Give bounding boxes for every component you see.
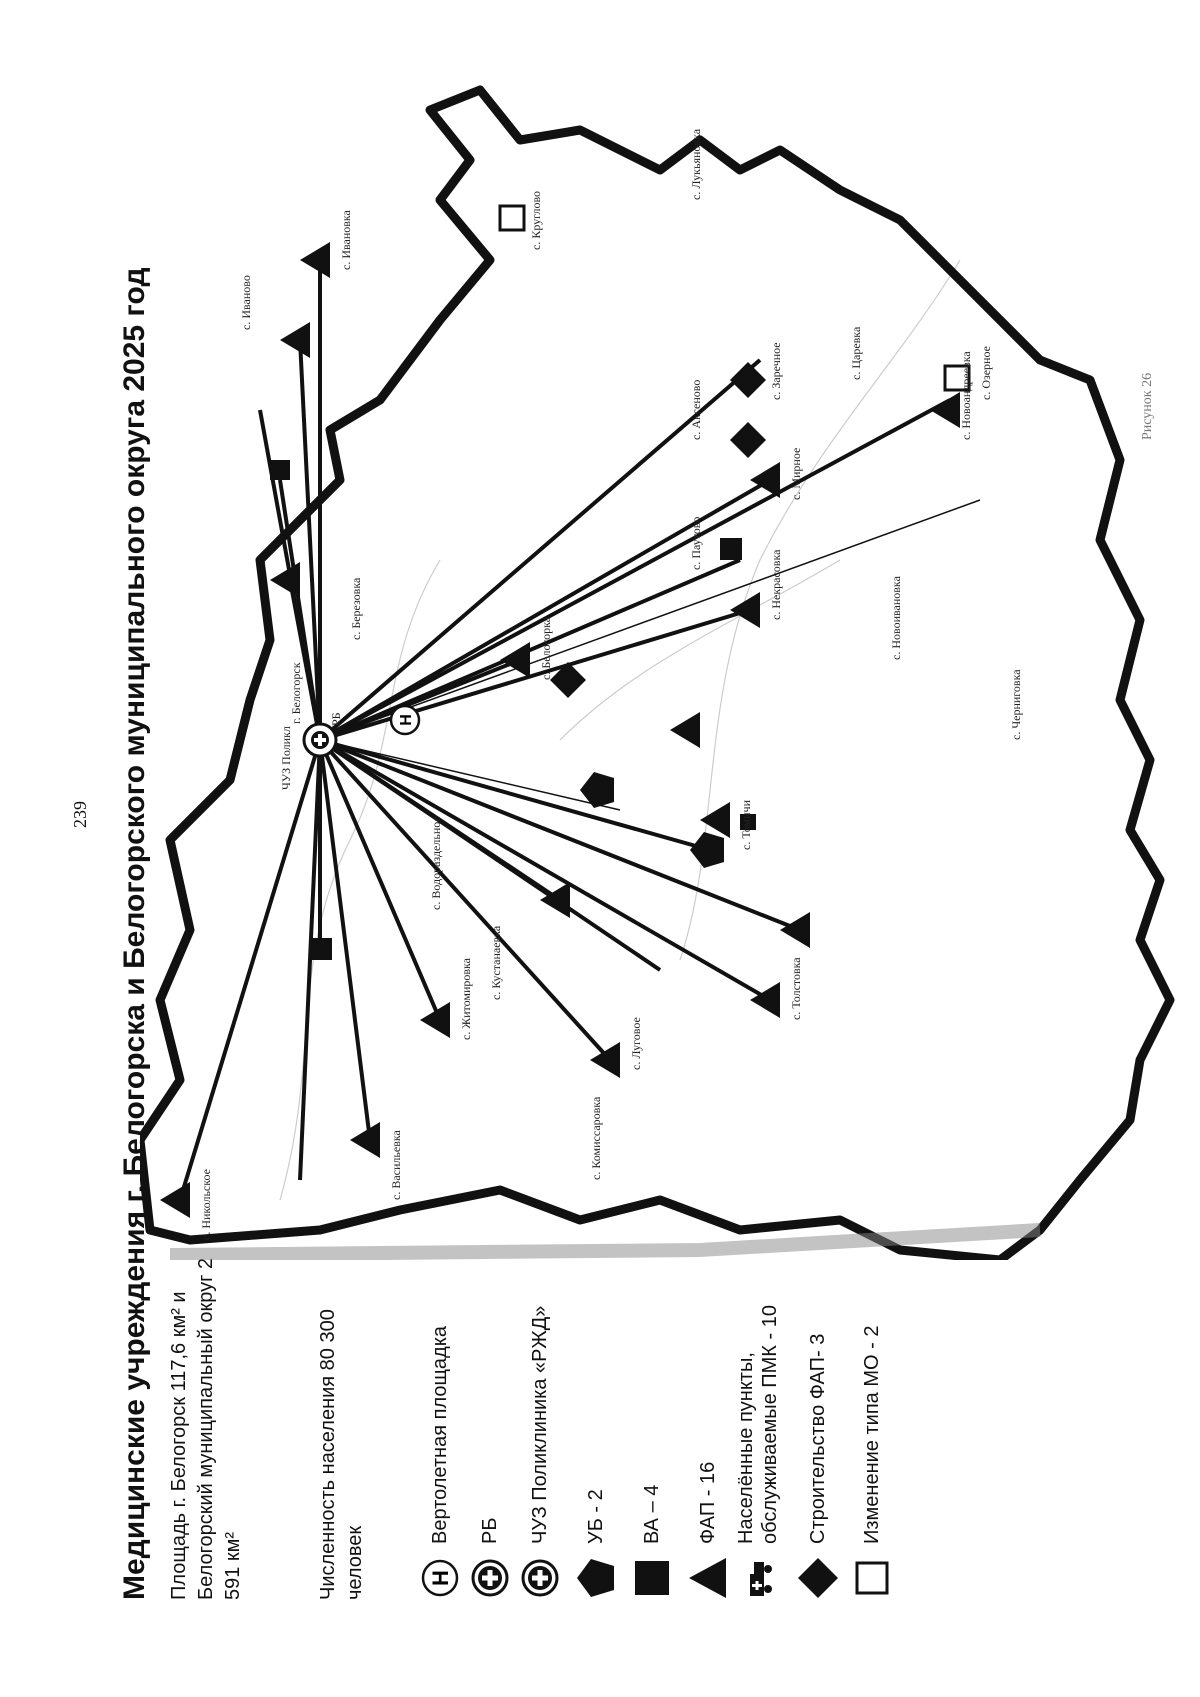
empty-square-icon — [850, 1556, 894, 1600]
fap-marker — [420, 1002, 450, 1038]
fap-marker — [700, 802, 730, 838]
va-marker — [740, 814, 756, 830]
label-s-komissarovka: с. Комиссаровка — [589, 1096, 603, 1180]
pmk-icon — [736, 1556, 780, 1600]
label-s-aksenovo: с. Аксеново — [689, 380, 703, 440]
label-s-tomichi: с. Томичи — [739, 799, 753, 850]
fap-marker — [270, 562, 300, 598]
label-s-novoivanovka: с. Новоивановка — [889, 575, 903, 660]
square-icon — [630, 1556, 674, 1600]
fap-marker — [350, 1122, 380, 1158]
label-s-tolstovka: с. Толстовка — [789, 957, 803, 1020]
label-s-pautovo: с. Паутово — [689, 517, 703, 570]
legend-label: ФАП - 16 — [697, 1461, 719, 1544]
fap-marker — [160, 1182, 190, 1218]
legend-label: РБ — [479, 1517, 501, 1544]
label-s-zhitomirovka: с. Житомировка — [459, 957, 473, 1040]
area-text: Площадь г. Белогорск 117,6 км² и Белогор… — [168, 1257, 244, 1600]
connection-lines — [178, 260, 951, 1201]
pentagon-icon — [574, 1556, 618, 1600]
fap-marker — [500, 642, 530, 678]
label-s-zarechnoe: с. Заречное — [769, 342, 783, 400]
fap-marker — [730, 592, 760, 628]
label-s-ivanovka: с. Ивановка — [339, 209, 353, 270]
label-center: г. Белогорск — [289, 662, 303, 724]
center-belogorsk — [302, 722, 338, 758]
legend-item-polyclinic: ЧУЗ Поликлиника «РЖД» — [518, 1306, 562, 1600]
va-marker — [310, 938, 332, 960]
district-boundary — [140, 85, 1175, 1260]
diamond-marker — [550, 662, 586, 698]
fap-marker — [750, 982, 780, 1018]
label-s-belogorka: с. Белогорка — [539, 616, 553, 680]
triangle-icon — [686, 1556, 730, 1600]
legend-item-helipad: H Вертолетная площадка — [418, 1326, 462, 1600]
legend-item-construction: Строительство ФАП- 3 — [796, 1334, 840, 1600]
fap-marker — [930, 392, 960, 428]
label-s-lukyanovka: с. Лукьяновка — [689, 128, 703, 200]
label-s-nikolskoe: с. Никольское — [199, 1169, 213, 1240]
district-map: H — [140, 85, 1175, 1260]
label-s-chernigovka: с. Черниговка — [1009, 669, 1023, 740]
label-chuz: ЧУЗ Поликл — [279, 726, 293, 790]
label-s-nekrasovka: с. Некрасовка — [769, 549, 783, 620]
va-marker — [270, 460, 290, 480]
legend-item-rb: РБ — [468, 1518, 512, 1600]
legend-item-fap: ФАП - 16 — [686, 1462, 730, 1600]
fap-marker — [590, 1042, 620, 1078]
legend-label: Вертолетная площадка — [429, 1325, 451, 1544]
page-number: 239 — [70, 801, 90, 828]
label-s-mirnoe: с. Мирное — [789, 448, 803, 500]
diamond-icon — [796, 1556, 840, 1600]
label-rb: РБ — [329, 712, 343, 726]
helipad-icon: H — [418, 1556, 462, 1600]
label-s-ivanovo: с. Иваново — [239, 275, 253, 330]
polyclinic-cross-icon — [518, 1556, 562, 1600]
legend-label: УБ - 2 — [585, 1489, 607, 1544]
svg-text:H: H — [428, 1570, 453, 1586]
label-s-kruglovo: с. Круглово — [529, 191, 543, 250]
rb-cross-icon — [468, 1556, 512, 1600]
legend-item-type-change: Изменение типа МО - 2 — [850, 1326, 894, 1600]
label-s-vasilyevka: с. Васильевка — [389, 1129, 403, 1200]
type-change-marker — [498, 204, 526, 232]
legend-item-ub: УБ - 2 — [574, 1489, 618, 1600]
diamond-marker — [730, 362, 766, 398]
map-labels: г. Белогорск ЧУЗ Поликл РБ с. Никольское… — [199, 128, 1023, 1240]
label-s-lugovoe: с. Луговое — [629, 1017, 643, 1070]
helipad-marker: H — [389, 704, 421, 736]
fap-marker — [280, 322, 310, 358]
population-text: Численность населения 80 300 человек — [317, 1309, 366, 1600]
svg-text:H: H — [398, 714, 415, 726]
legend-label: Строительство ФАП- 3 — [807, 1333, 829, 1544]
legend-label: ЧУЗ Поликлиника «РЖД» — [529, 1305, 551, 1544]
fap-marker — [670, 712, 700, 748]
legend-item-pmk: Населённые пункты, обслуживаемые ПМК - 1… — [734, 1260, 782, 1600]
label-s-novoandreevka: с. Новоандреевка — [959, 351, 973, 440]
label-s-vodorazdelnoe: с. Водораздельное — [429, 816, 443, 910]
map-sheet: Медицинские учреждения г. Белогорска и Б… — [100, 60, 1180, 1620]
label-s-ozernoe: с. Озерное — [979, 346, 993, 400]
pentagon-marker — [690, 832, 724, 868]
label-s-kustanayevka: с. Кустанаевка — [489, 925, 503, 1000]
fap-marker — [540, 882, 570, 918]
figure-caption: Рисунок 26 — [1140, 372, 1155, 440]
legend-label: Изменение типа МО - 2 — [861, 1325, 883, 1544]
fap-marker — [780, 912, 810, 948]
label-s-berezovka: с. Березовка — [349, 577, 363, 640]
va-marker — [720, 538, 742, 560]
fap-marker — [300, 242, 330, 278]
fap-marker — [750, 462, 780, 498]
diamond-marker — [730, 422, 766, 458]
legend-label: Населённые пункты, обслуживаемые ПМК - 1… — [735, 1305, 781, 1544]
legend-label: ВА – 4 — [641, 1484, 663, 1544]
pentagon-marker — [580, 772, 614, 808]
label-s-tsarevka: с. Царевка — [849, 326, 863, 380]
type-change-marker — [943, 364, 971, 392]
legend-item-va: ВА – 4 — [630, 1485, 674, 1600]
